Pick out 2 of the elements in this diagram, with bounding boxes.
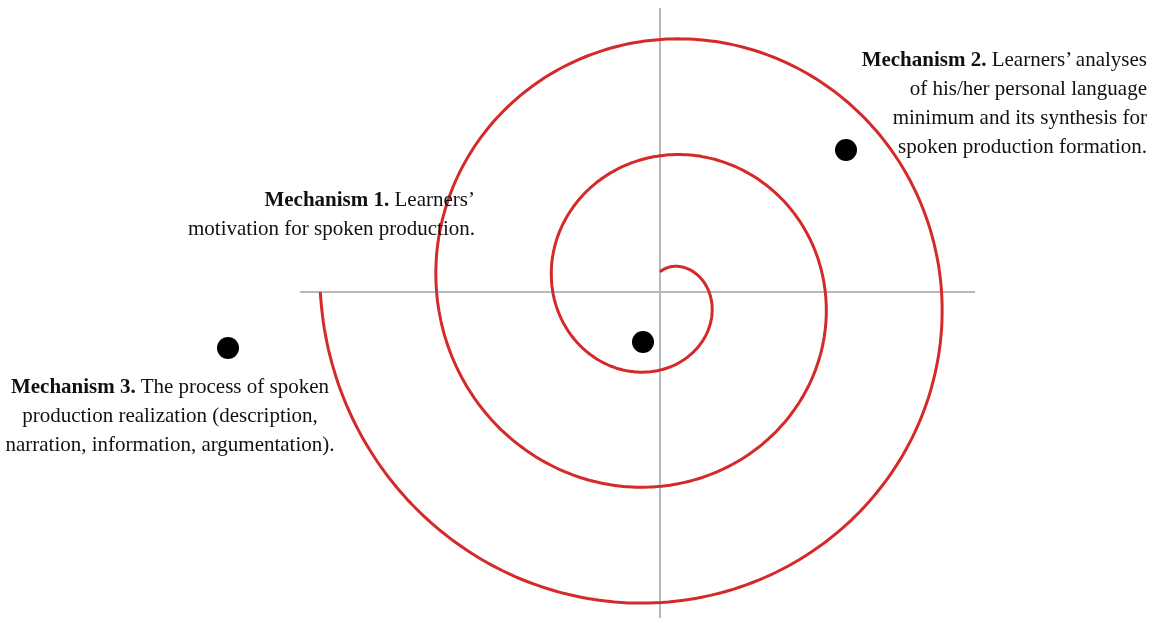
mechanism-text: Mechanism 3. The process of spoken production realization (description, narration, information, argumentation). — [4, 373, 336, 458]
mechanism-text: Mechanism 2. Learners’ analyses of his/her personal language minimum and its synthesis for spoken production formation. — [860, 46, 1147, 160]
